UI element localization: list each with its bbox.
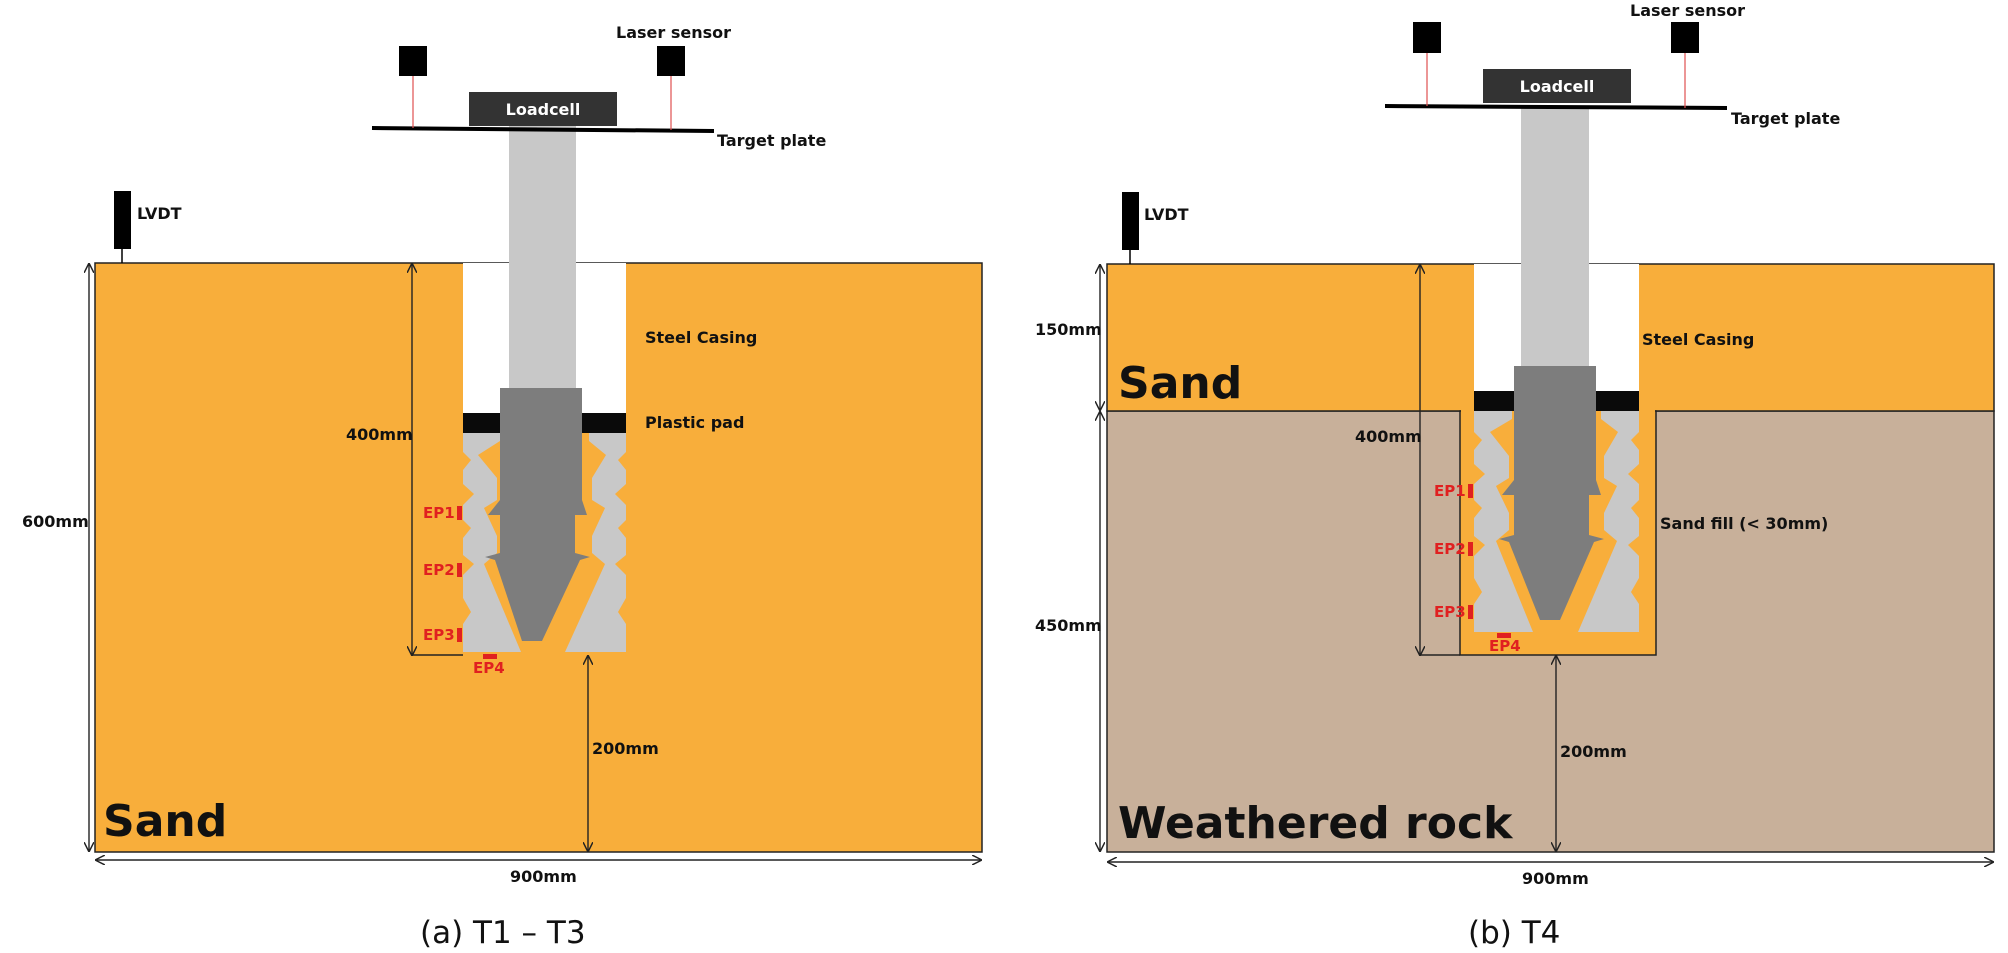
laser-sensor-right xyxy=(1671,22,1699,53)
sand-fill-label: Sand fill (< 30mm) xyxy=(1660,514,1828,533)
laser-sensor-right xyxy=(657,46,685,76)
lvdt-label: LVDT xyxy=(1144,205,1189,224)
ep3-label: EP3 xyxy=(423,626,455,644)
laser-sensor-label: Laser sensor xyxy=(616,23,731,42)
target-plate xyxy=(1384,104,1728,110)
dim-600-label: 600mm xyxy=(22,512,89,531)
ep1-cell xyxy=(457,506,462,520)
ep1-label: EP1 xyxy=(1434,482,1466,500)
ep2-cell xyxy=(1468,542,1473,556)
ep3-label: EP3 xyxy=(1434,603,1466,621)
dim-400-label: 400mm xyxy=(1355,427,1422,446)
loadcell-box xyxy=(1483,69,1631,103)
pile-right-flange xyxy=(1578,411,1639,632)
dim-200-label: 200mm xyxy=(1560,742,1627,761)
target-plate-label: Target plate xyxy=(1731,109,1840,128)
caption-a: (a) T1 – T3 xyxy=(420,915,586,951)
soil-sand-label: Sand xyxy=(1118,358,1242,409)
plastic-pad-label: Plastic pad xyxy=(645,413,744,432)
soil-sand-label: Sand xyxy=(103,796,227,847)
pile-left-flange xyxy=(1474,411,1533,632)
pile-left-flange xyxy=(463,433,521,652)
ep3-cell xyxy=(1468,605,1473,619)
ep4-cell xyxy=(483,654,497,659)
pile-right-flange xyxy=(565,433,626,652)
loadcell-label: Loadcell xyxy=(506,100,581,119)
panel-b: EP1 EP2 EP3 EP4 Loadcell Target plate La… xyxy=(1035,1,1995,951)
loadcell-label: Loadcell xyxy=(1520,77,1595,96)
ep3-cell xyxy=(457,628,462,642)
caption-b: (b) T4 xyxy=(1468,915,1560,951)
pile-core xyxy=(1499,366,1604,620)
steel-casing-label: Steel Casing xyxy=(645,328,757,347)
pile-core xyxy=(485,388,590,641)
ep2-label: EP2 xyxy=(423,561,455,579)
lvdt-body xyxy=(114,191,131,249)
laser-sensor-label: Laser sensor xyxy=(1630,1,1745,20)
steel-casing-label: Steel Casing xyxy=(1642,330,1754,349)
ep2-label: EP2 xyxy=(1434,540,1466,558)
soil-rock-label: Weathered rock xyxy=(1118,798,1514,849)
dim-150-label: 150mm xyxy=(1035,320,1102,339)
pile-shaft xyxy=(1521,106,1589,366)
dim-400-label: 400mm xyxy=(346,425,413,444)
laser-sensor-left xyxy=(1413,22,1441,53)
dim-450-label: 450mm xyxy=(1035,616,1102,635)
target-plate-label: Target plate xyxy=(717,131,826,150)
target-plate xyxy=(371,126,715,133)
dim-900-label: 900mm xyxy=(510,867,577,886)
panel-a: EP1 EP2 EP3 EP4 Loadcell Target plate La… xyxy=(22,23,983,951)
ep4-label: EP4 xyxy=(473,659,505,677)
pile-shaft xyxy=(509,123,576,388)
laser-sensor-left xyxy=(399,46,427,76)
ep4-cell xyxy=(1497,633,1511,638)
loadcell-box xyxy=(469,92,617,126)
ep4-label: EP4 xyxy=(1489,637,1521,655)
dim-200-label: 200mm xyxy=(592,739,659,758)
lvdt-body xyxy=(1122,192,1139,250)
ep1-cell xyxy=(1468,484,1473,498)
dim-900-label: 900mm xyxy=(1522,869,1589,888)
ep1-label: EP1 xyxy=(423,504,455,522)
lvdt-label: LVDT xyxy=(137,204,182,223)
ep2-cell xyxy=(457,563,462,577)
